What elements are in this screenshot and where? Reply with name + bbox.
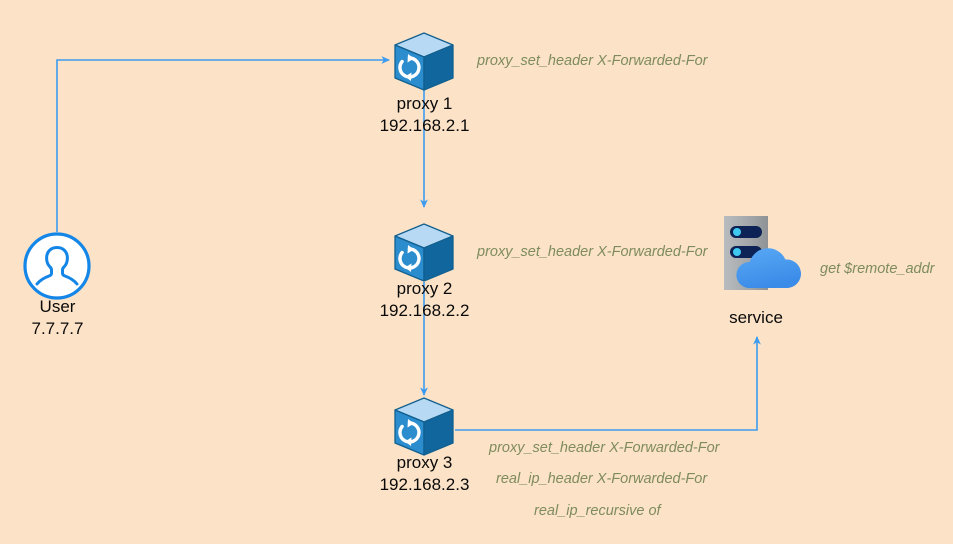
proxy-cube-icon <box>394 32 454 91</box>
annotation-proxy3-directive-2: real_ip_header X-Forwarded-For <box>496 471 708 487</box>
user-name: User <box>39 297 76 316</box>
annotation-proxy2-directive: proxy_set_header X-Forwarded-For <box>477 244 708 260</box>
user-avatar-icon <box>23 232 91 300</box>
proxy2-address: 192.168.2.2 <box>379 301 470 320</box>
edge-user-to-proxy1 <box>56 56 391 232</box>
proxy3-address: 192.168.2.3 <box>379 475 470 494</box>
proxy2-name: proxy 2 <box>396 279 453 298</box>
user-address: 7.7.7.7 <box>31 319 84 338</box>
annotation-proxy3-directive-1: proxy_set_header X-Forwarded-For <box>489 440 720 456</box>
edge-proxy3-to-service <box>455 335 761 431</box>
service-name: service <box>729 308 783 327</box>
node-user-label: User 7.7.7.7 <box>0 296 115 340</box>
proxy3-name: proxy 3 <box>396 453 453 472</box>
node-proxy3-label: proxy 3 192.168.2.3 <box>367 452 482 496</box>
proxy-cube-icon <box>394 397 454 456</box>
proxy-cube-icon <box>394 223 454 282</box>
node-proxy1-label: proxy 1 192.168.2.1 <box>367 93 482 137</box>
annotation-proxy3-directive-3: real_ip_recursive of <box>534 503 661 519</box>
proxy1-address: 192.168.2.1 <box>379 116 470 135</box>
node-proxy2-label: proxy 2 192.168.2.2 <box>367 278 482 322</box>
node-service-label: service <box>706 307 806 329</box>
annotation-proxy1-directive: proxy_set_header X-Forwarded-For <box>477 53 708 69</box>
annotation-service-directive: get $remote_addr <box>820 261 935 277</box>
proxy1-name: proxy 1 <box>396 94 453 113</box>
server-cloud-icon <box>724 216 802 290</box>
